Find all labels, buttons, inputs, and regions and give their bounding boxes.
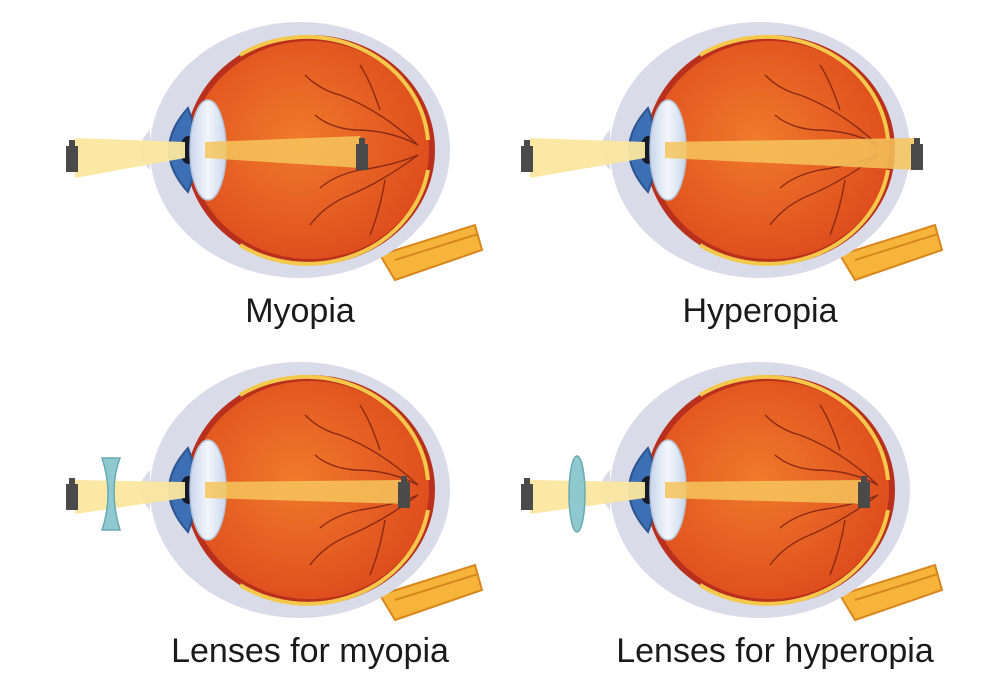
panel-lenses-for-myopia	[66, 362, 482, 620]
panel-lenses-for-hyperopia	[521, 362, 942, 620]
refracted-light-beam	[665, 138, 915, 170]
convex-lens-icon	[568, 455, 586, 533]
caption-myopia: Myopia	[245, 292, 355, 330]
incoming-light-beam	[75, 138, 185, 178]
refracted-light-beam	[665, 480, 865, 504]
caption-hyperopia: Hyperopia	[682, 292, 838, 330]
refracted-light-beam	[205, 136, 360, 168]
caption-lenses-for-hyperopia: Lenses for hyperopia	[616, 632, 934, 670]
incoming-light-beam	[530, 138, 645, 178]
caption-lenses-for-myopia: Lenses for myopia	[171, 632, 449, 670]
incoming-light-beam	[75, 480, 185, 514]
panel-myopia	[66, 22, 482, 280]
concave-lens-icon	[100, 457, 122, 531]
refracted-light-beam	[205, 480, 405, 504]
panel-hyperopia	[521, 22, 942, 280]
incoming-light-beam	[530, 480, 645, 514]
